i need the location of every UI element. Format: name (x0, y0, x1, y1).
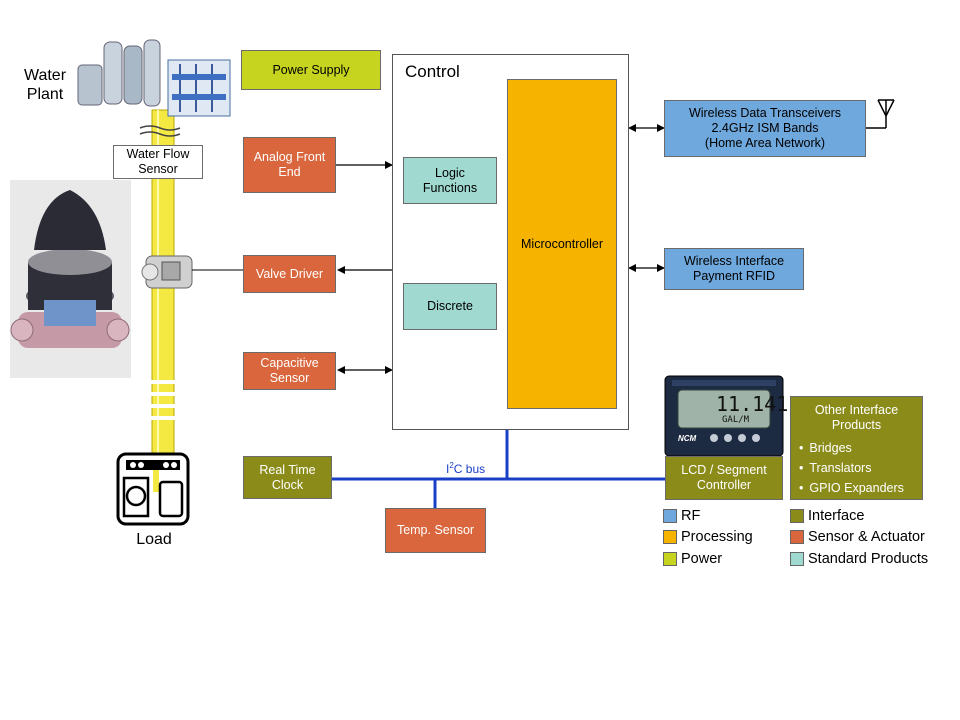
antenna-icon (866, 99, 895, 129)
legend-swatch (663, 509, 677, 523)
legend-item-sensor-actuator: Sensor & Actuator (790, 529, 925, 545)
washing-machine-icon (116, 452, 190, 526)
water-flow-sensor-block: Water Flow Sensor (113, 145, 203, 179)
legend-swatch (790, 530, 804, 544)
legend-label: Standard Products (808, 551, 929, 567)
temp-sensor-block: Temp. Sensor (385, 508, 486, 553)
microcontroller-block: Microcontroller (507, 79, 617, 409)
list-item: Translators (799, 458, 922, 478)
discrete-block: Discrete (403, 283, 497, 330)
wireless-interface-block: Wireless Interface Payment RFID (664, 248, 804, 290)
legend-label: RF (681, 508, 701, 524)
valve-driver-block: Valve Driver (243, 255, 336, 293)
lcd-reading: 11.141 (716, 392, 789, 416)
water-meter-illustration (10, 180, 131, 378)
legend-swatch (790, 509, 804, 523)
other-interface-title: Other Interface Products (814, 403, 899, 432)
legend-item-power: Power (663, 551, 722, 567)
lcd-unit: GAL/M (722, 415, 750, 425)
legend-swatch (663, 530, 677, 544)
analog-front-end-block: Analog Front End (243, 137, 336, 193)
other-interface-products-block: Other Interface Products Bridges Transla… (790, 396, 923, 500)
legend-item-interface: Interface (790, 508, 864, 524)
lcd-meter-illustration (664, 375, 784, 457)
lcd-brand: NCM (678, 434, 697, 443)
lcd-segment-controller-block: LCD / Segment Controller (665, 456, 783, 500)
load-label: Load (136, 531, 172, 548)
list-item: GPIO Expanders (799, 478, 922, 498)
control-title: Control (405, 62, 460, 81)
legend-label: Processing (681, 529, 753, 545)
legend-item-standard-products: Standard Products (790, 551, 928, 567)
legend-label: Interface (808, 508, 865, 524)
legend-item-processing: Processing (663, 529, 753, 545)
i2c-bus-label: I2C bus (446, 461, 486, 476)
legend-swatch (790, 552, 804, 566)
other-interface-list: Bridges Translators GPIO Expanders (791, 438, 922, 498)
legend-item-rf: RF (663, 508, 700, 524)
power-supply-block: Power Supply (241, 50, 381, 90)
wireless-data-transceivers-block: Wireless Data Transceivers 2.4GHz ISM Ba… (664, 100, 866, 157)
list-item: Bridges (799, 438, 922, 458)
legend-label: Sensor & Actuator (808, 529, 925, 545)
legend-label: Power (681, 551, 723, 567)
water-plant-illustration (77, 39, 231, 117)
capacitive-sensor-block: Capacitive Sensor (243, 352, 336, 390)
water-plant-label: Water Plant (23, 67, 67, 103)
legend-swatch (663, 552, 677, 566)
logic-functions-block: Logic Functions (403, 157, 497, 204)
real-time-clock-block: Real Time Clock (243, 456, 332, 499)
i2c-bus (332, 430, 665, 508)
valve-illustration (141, 255, 193, 289)
